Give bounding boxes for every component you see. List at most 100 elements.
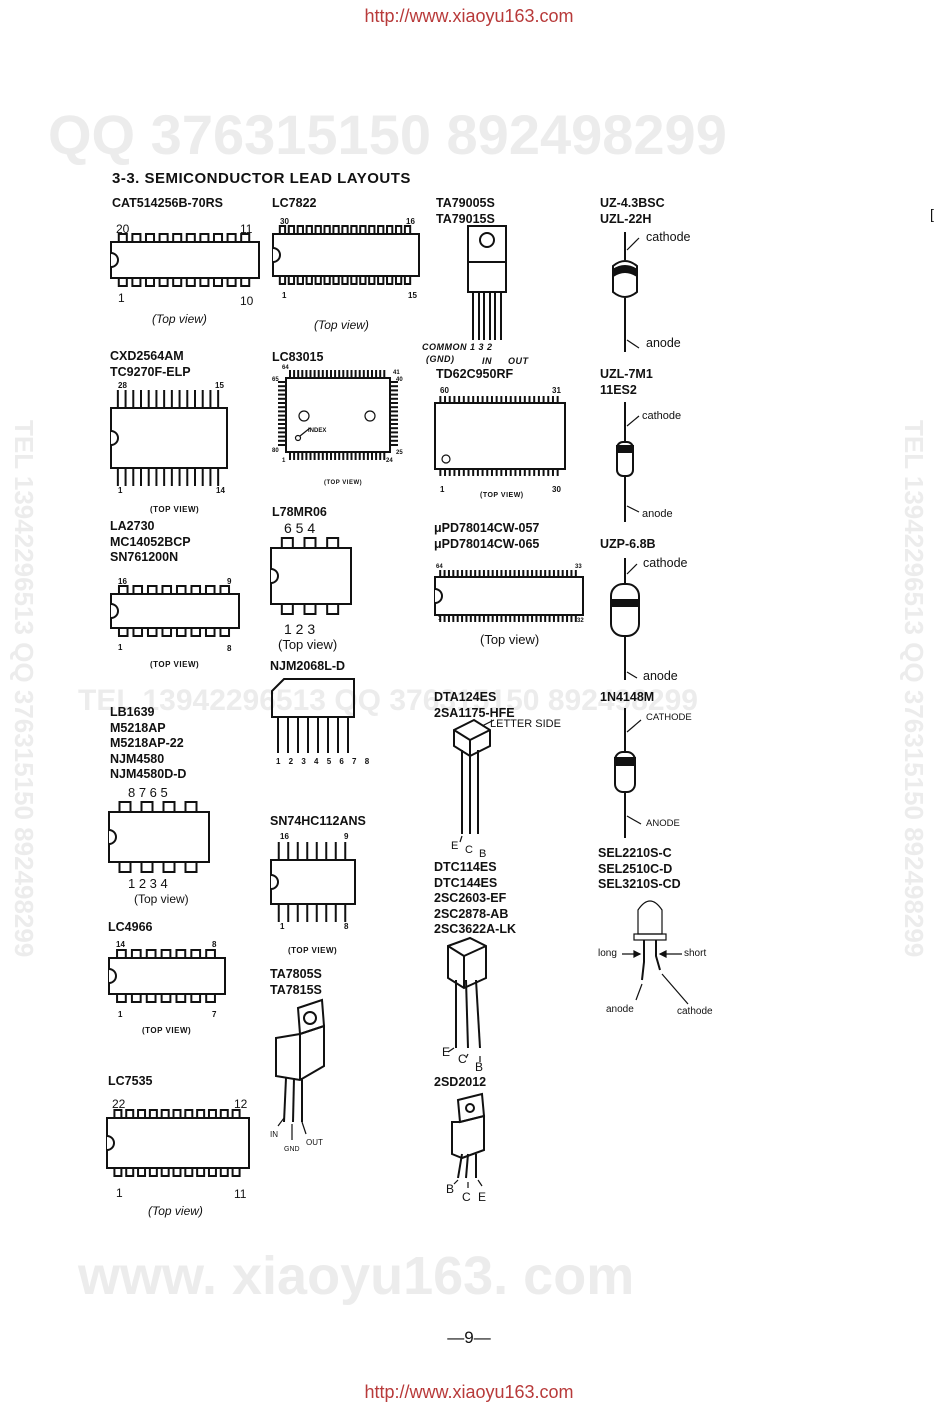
- letter-side-label: LETTER SIDE: [490, 718, 561, 730]
- pin-label: 9: [227, 577, 232, 586]
- pin-label-gnd: (GND): [426, 354, 455, 364]
- part-label-l78mr06: L78MR06: [272, 505, 327, 519]
- cathode-label: cathode: [677, 1006, 713, 1017]
- anode-label: anode: [643, 669, 678, 683]
- view-caption: (TOP VIEW): [288, 946, 338, 955]
- part-label-sn74hc112: SN74HC112ANS: [270, 814, 366, 828]
- part-label-lc7535: LC7535: [108, 1074, 153, 1088]
- zener-diode-diagram: [616, 402, 640, 522]
- part-label-uz43bsc: UZ-4.3BSC UZL-22H: [600, 196, 665, 226]
- header-url[interactable]: http://www.xiaoyu163.com: [364, 6, 574, 26]
- part-label-njm2068: NJM2068L-D: [270, 659, 346, 673]
- part-label-cat514256b: CAT514256B-70RS: [112, 196, 223, 210]
- dip-ic-diagram: [108, 949, 226, 1003]
- view-caption: (Top view): [134, 892, 189, 906]
- pin-label-c: C: [462, 1190, 471, 1204]
- pin-label: 80: [272, 448, 279, 454]
- pin-label: 64: [436, 564, 443, 570]
- pin-label-c: C: [465, 844, 473, 856]
- pin-label: 9: [344, 832, 349, 841]
- pin-label: 33: [575, 564, 582, 570]
- pin-label: 25: [396, 450, 403, 456]
- view-caption: (Top view): [278, 637, 338, 652]
- long-label: long: [598, 948, 617, 959]
- part-label-upd78014: μPD78014CW-057 μPD78014CW-065: [434, 521, 540, 551]
- pin-label: 20: [116, 222, 130, 236]
- index-label: INDEX: [308, 428, 327, 434]
- view-caption: (TOP VIEW): [480, 492, 524, 499]
- part-label-lc4966: LC4966: [108, 920, 153, 934]
- dip-ic-diagram: [110, 585, 240, 637]
- zener-diode-diagram: [612, 232, 640, 352]
- diode-diagram: [614, 708, 642, 838]
- dip-ic-diagram: [270, 537, 352, 615]
- part-label-1n4148m: 1N4148M: [600, 690, 655, 704]
- pin-label: COMMON 1 3 2: [422, 342, 493, 352]
- pin-label-e: E: [478, 1190, 487, 1204]
- pin-label: 8 7 6 5: [128, 785, 168, 800]
- pin-label: 1: [118, 1010, 123, 1019]
- watermark-site: www. xiaoyu163. com: [78, 1246, 635, 1306]
- part-label-sel2210s: SEL2210S-C SEL2510C-D SEL3210S-CD: [598, 846, 681, 891]
- short-label: short: [684, 948, 707, 959]
- part-label-2sd2012: 2SD2012: [434, 1075, 487, 1089]
- view-caption: (Top view): [152, 312, 207, 326]
- anode-label: anode: [646, 336, 681, 350]
- pin-label: 8: [344, 922, 349, 931]
- pin-label: 1 2 3 4 5 6 7 8: [276, 757, 373, 766]
- pin-label: 1 2 3 4: [128, 876, 168, 891]
- sop-ic-diagram: [110, 390, 228, 486]
- pin-label-out: OUT: [508, 356, 529, 366]
- part-label-lc83015: LC83015: [272, 350, 324, 364]
- pin-label: 65: [272, 377, 279, 383]
- pin-label: 16: [118, 577, 127, 586]
- to220-regulator-diagram: [275, 998, 326, 1140]
- cathode-label: cathode: [643, 556, 688, 570]
- pin-label: 1: [118, 643, 123, 652]
- pin-label-e: E: [451, 840, 459, 852]
- part-label-ta7805s: TA7805S TA7815S: [270, 967, 322, 997]
- watermark-qq: QQ 376315150 892498299: [48, 103, 727, 166]
- anode-label: anode: [606, 1004, 634, 1015]
- view-caption: (Top view): [480, 632, 540, 647]
- pin-label: 32: [577, 618, 584, 624]
- pin-label: 1: [118, 291, 125, 305]
- pin-label: 1: [438, 616, 442, 622]
- footer-url[interactable]: http://www.xiaoyu163.com: [364, 1382, 574, 1402]
- pin-label: 11: [234, 1187, 247, 1201]
- pin-label: 1: [282, 458, 286, 464]
- part-label-ta79005s: TA79005S TA79015S: [436, 196, 495, 226]
- pin-label-gnd: GND: [284, 1146, 300, 1153]
- pin-label: 1: [440, 485, 445, 494]
- dip-ic-diagram: [108, 801, 210, 873]
- pin-label-b: B: [475, 1060, 484, 1074]
- pin-label: 10: [240, 294, 254, 308]
- pin-label: 30: [280, 217, 289, 226]
- pin-label: 11: [240, 222, 253, 236]
- part-label-uzl7m1: UZL-7M1 11ES2: [600, 367, 653, 397]
- led-diagram: [622, 900, 689, 1005]
- pin-label-in: IN: [270, 1130, 278, 1139]
- pin-label-c: C: [458, 1052, 467, 1066]
- pin-label: 1 2 3: [284, 621, 316, 637]
- watermark-side-right: TEL 13942296513 QQ 376315150 892498299: [899, 420, 929, 958]
- pin-label: 16: [406, 217, 415, 226]
- to92-transistor-diagram: [453, 718, 495, 843]
- corner-mark: [: [930, 206, 934, 222]
- dip-ic-diagram: [110, 233, 260, 287]
- pin-label: 40: [396, 377, 403, 383]
- dip-ic-diagram: [106, 1109, 250, 1177]
- pin-label: 64: [282, 365, 289, 371]
- pin-label: 24: [386, 458, 393, 464]
- sop-ic-diagram: [270, 842, 356, 922]
- view-caption: (TOP VIEW): [324, 480, 363, 486]
- part-label-lc7822: LC7822: [272, 196, 317, 210]
- view-caption: (TOP VIEW): [142, 1026, 192, 1035]
- pin-label: 15: [215, 381, 224, 390]
- anode-label: anode: [642, 508, 673, 520]
- pin-label: 1: [118, 486, 123, 495]
- part-label-dtc114es: DTC114ES DTC144ES 2SC2603-EF 2SC2878-AB …: [434, 860, 516, 936]
- to220-transistor-diagram: [451, 1092, 486, 1188]
- pin-label-e: E: [442, 1045, 451, 1059]
- page-number: —9—: [447, 1328, 491, 1347]
